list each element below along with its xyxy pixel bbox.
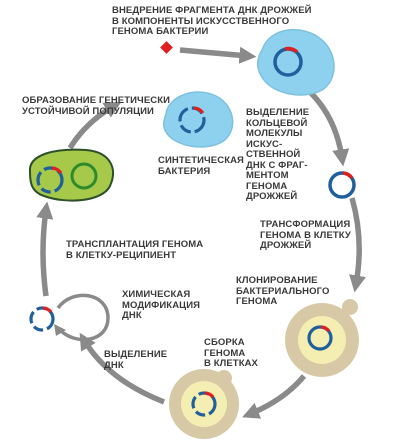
stable-population-cell: [28, 148, 114, 202]
yeast-cell-cloning: [285, 299, 359, 377]
dna-fragment-icon: [160, 41, 173, 54]
label-insert-fragment: ВНЕДРЕНИЕ ФРАГМЕНТА ДНК ДРОЖЖЕЙ В КОМПОН…: [112, 5, 312, 37]
label-chemical-modification: ХИМИЧЕСКАЯ МОДИФИКАЦИЯ ДНК: [122, 289, 201, 321]
arrow-isolation-to-transplant: [36, 201, 54, 297]
isolated-circular-dna: [328, 171, 356, 199]
label-stable-population: ОБРАЗОВАНИЕ ГЕНЕТИЧЕСКИ УСТОЙЧИВОЙ ПОПУЛ…: [22, 95, 171, 117]
circular-dna-icon: [178, 106, 206, 134]
circular-dna-icon: [36, 166, 64, 194]
arrow-assembly-to-isolation: [79, 332, 166, 405]
arrow-circular-dna-to-yeast: [349, 197, 366, 293]
isolated-dna: [29, 306, 55, 332]
circular-dna-icon: [307, 325, 333, 351]
arrow-synthetic-to-population: [67, 101, 122, 150]
chemical-modification-loop: [54, 293, 110, 342]
label-genome-assembly: СБОРКА ГЕНОМА В КЛЕТКАХ: [204, 337, 258, 369]
label-genome-transplant: ТРАНСПЛАНТАЦИЯ ГЕНОМА В КЛЕТКУ-РЕЦИПИЕНТ: [66, 239, 204, 261]
circular-dna-icon: [191, 391, 217, 417]
circular-dna-icon: [328, 171, 356, 199]
yeast-cell-assembly: [169, 369, 239, 439]
circular-dna-icon: [29, 306, 55, 332]
natural-bacterium: [257, 28, 335, 96]
arrow-fragment-to-bacterium: [179, 46, 257, 64]
label-synthetic-bacterium: СИНТЕТИЧЕСКАЯ БАКТЕРИЯ: [158, 155, 244, 177]
synthetic-bacterium-cell: [162, 91, 234, 148]
circular-dna-icon: [70, 162, 98, 190]
label-bacterial-cloning: КЛОНИРОВАНИЕ БАКТЕРИАЛЬНОГО ГЕНОМА: [236, 275, 330, 307]
label-circular-isolation: ВЫДЕЛЕНИЕ КОЛЬЦЕВОЙ МОЛЕКУЛЫ ИСКУС- СТВЕ…: [246, 107, 310, 202]
arrow-yeast-to-assembly: [242, 374, 307, 419]
label-yeast-transformation: ТРАНСФОРМАЦИЯ ГЕНОМА В КЛЕТКУ ДРОЖЖЕЙ: [260, 219, 351, 251]
cycle-arrows: [36, 46, 366, 419]
arrow-bacterium-to-circular-dna: [308, 90, 350, 167]
label-dna-isolation: ВЫДЕЛЕНИЕ ДНК: [104, 349, 168, 371]
